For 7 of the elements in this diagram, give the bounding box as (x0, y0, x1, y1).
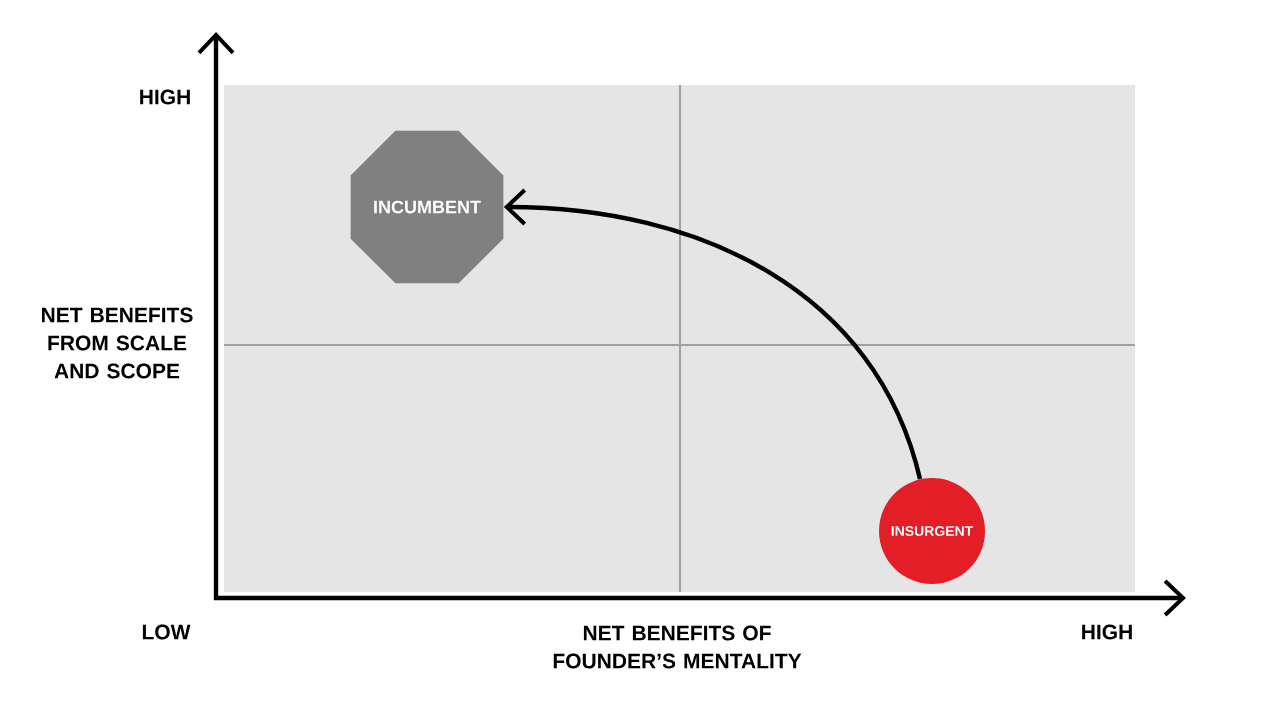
axis-title: NET BENEFITS FROM SCALE AND SCOPE (42, 307, 193, 379)
axis-label: HIGH (140, 89, 190, 105)
arrow (503, 188, 923, 480)
axis-title: NET BENEFITS OF FOUNDER’S MENTALITY (553, 625, 802, 669)
axis-label: HIGH (1082, 624, 1132, 640)
axis-label: LOW (142, 624, 191, 640)
octagon: INCUMBENT (350, 130, 504, 284)
